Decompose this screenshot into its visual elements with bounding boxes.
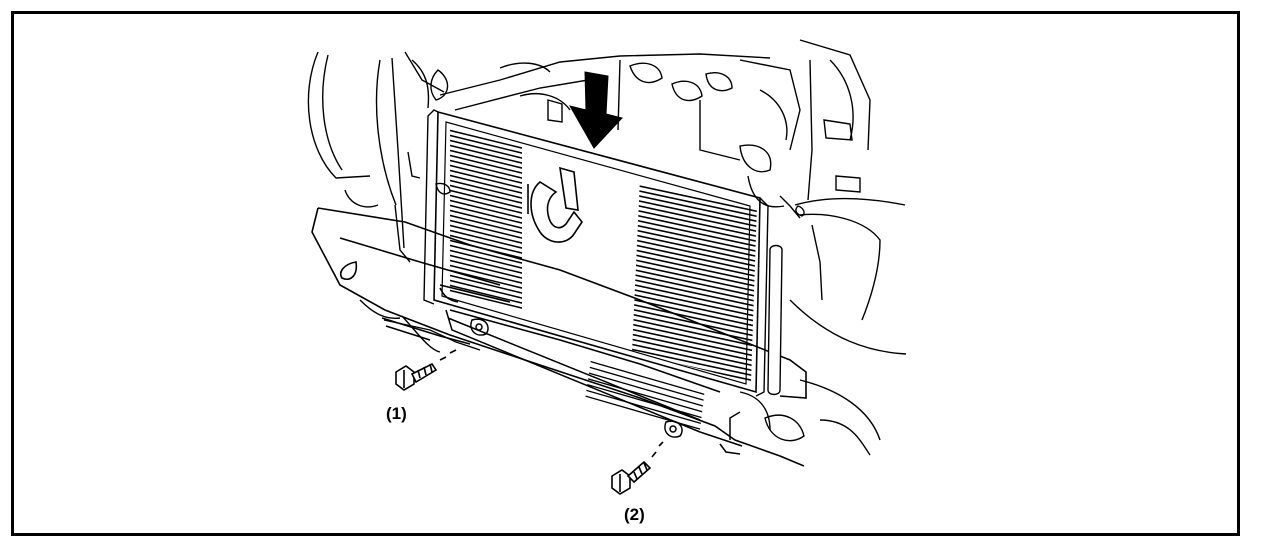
callout-label-2: (2) [624, 505, 645, 524]
upper-mount [407, 151, 805, 217]
bolt-icon [611, 441, 664, 495]
engine-bay-lines [307, 39, 907, 456]
callout-label-1: (1) [386, 404, 407, 423]
condenser [423, 109, 783, 430]
down-arrow-icon [568, 71, 623, 149]
diagram-frame [11, 11, 1240, 536]
lower-bracket [381, 287, 743, 455]
bolt-icon [395, 349, 457, 391]
bumper-reinforcement [311, 207, 807, 467]
hose-bracket [527, 166, 583, 243]
